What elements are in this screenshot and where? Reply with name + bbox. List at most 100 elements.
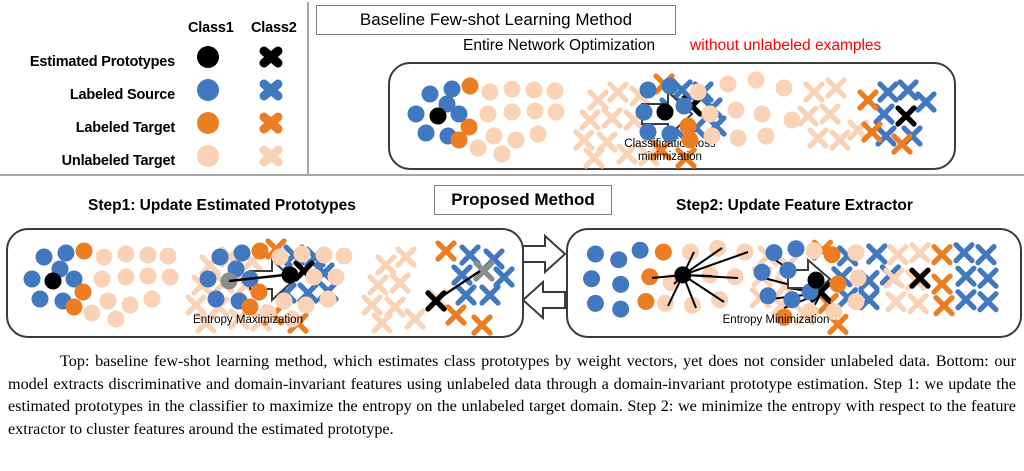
data-point-circle-peach <box>529 125 547 143</box>
data-point-circle-peach <box>783 111 801 129</box>
data-point-circle-black <box>656 103 674 121</box>
data-point-circle-peach <box>305 268 323 286</box>
data-point-cross-peach <box>825 77 847 99</box>
data-point-circle-peach <box>107 310 125 328</box>
data-point-circle-blue <box>783 291 801 309</box>
data-point-circle-blue <box>207 290 225 308</box>
data-point-circle-peach <box>727 101 745 119</box>
data-point-cross-blue <box>455 284 477 306</box>
data-point-circle-peach <box>143 290 161 308</box>
data-point-circle-orange <box>241 298 259 316</box>
baseline-title-box: Baseline Few-shot Learning Method <box>316 5 676 35</box>
entropy-maximization-caption: Entropy Maximization <box>193 314 303 326</box>
data-point-circle-peach <box>709 239 727 257</box>
data-point-circle-peach <box>701 105 719 123</box>
data-point-circle-blue <box>57 244 75 262</box>
data-point-circle-blue <box>450 105 468 123</box>
data-point-cross-orange <box>471 314 493 336</box>
data-point-circle-peach <box>139 267 157 285</box>
data-point-circle-peach <box>683 296 701 314</box>
data-point-cross-orange <box>435 240 457 262</box>
data-point-cross-blue <box>955 289 977 311</box>
data-point-cross-peach <box>883 267 905 289</box>
data-point-circle-peach <box>485 127 503 145</box>
data-point-circle-peach <box>689 83 707 101</box>
data-point-cross-blue <box>953 242 975 264</box>
vertical-divider <box>307 2 309 174</box>
data-point-circle-peach <box>507 131 525 149</box>
data-point-circle-orange <box>679 117 697 135</box>
data-point-cross-orange <box>933 294 955 317</box>
data-point-circle-peach <box>729 129 747 147</box>
data-point-cross-peach <box>819 103 841 125</box>
data-point-circle-peach <box>682 243 700 261</box>
data-point-cross-peach <box>616 143 638 165</box>
legend-circle-labeled-target <box>197 112 219 134</box>
data-point-circle-peach <box>493 145 511 163</box>
data-point-cross-orange <box>931 273 953 295</box>
data-point-circle-peach <box>469 139 487 157</box>
data-point-cross-orange <box>931 244 953 266</box>
data-point-circle-blue <box>612 275 630 293</box>
data-point-circle-orange <box>65 298 83 316</box>
data-point-circle-orange <box>823 246 841 264</box>
data-point-cross-black <box>909 267 931 289</box>
data-point-circle-blue <box>635 103 653 121</box>
legend-label-labeled-target: Labeled Target <box>75 120 175 136</box>
data-point-cross-blue <box>866 243 888 265</box>
data-point-cross-orange <box>675 147 697 169</box>
data-point-cross-peach <box>909 242 931 264</box>
data-point-circle-peach <box>271 248 289 266</box>
data-point-circle-blue <box>35 248 53 266</box>
data-point-circle-peach <box>701 266 719 284</box>
data-point-cross-peach <box>797 105 819 127</box>
data-point-circle-peach <box>526 102 544 120</box>
legend-circle-unlabeled-target <box>197 145 219 167</box>
data-point-circle-orange <box>641 268 659 286</box>
data-point-circle-blue <box>199 270 217 288</box>
legend-cross-labeled-target <box>259 112 283 134</box>
data-point-circle-peach <box>849 269 867 287</box>
data-point-circle-peach <box>293 245 311 263</box>
data-point-circle-blue <box>211 248 229 266</box>
data-point-circle-peach <box>847 293 865 311</box>
data-point-circle-peach <box>481 83 499 101</box>
data-point-cross-peach <box>375 254 397 276</box>
data-point-circle-peach <box>275 292 293 310</box>
data-point-circle-peach <box>503 103 521 121</box>
data-point-cross-blue <box>975 244 997 266</box>
data-point-circle-peach <box>525 81 543 99</box>
data-point-circle-blue <box>438 95 456 113</box>
data-point-circle-peach <box>805 242 823 260</box>
prototype-update-arrows <box>228 270 481 300</box>
data-point-cross-orange <box>891 133 913 155</box>
legend-label-estimated-prototypes: Estimated Prototypes <box>29 54 175 70</box>
data-point-circle-peach <box>83 304 101 322</box>
data-point-circle-black <box>44 272 62 290</box>
data-point-circle-blue <box>661 125 679 143</box>
figure-caption: Top: baseline few-shot learning method, … <box>8 352 1016 439</box>
data-point-cross-peach <box>195 312 217 334</box>
data-point-circle-peach <box>327 268 345 286</box>
data-point-circle-peach <box>117 268 135 286</box>
data-point-cross-peach <box>361 294 383 316</box>
data-point-cross-peach <box>404 308 426 330</box>
data-point-circle-peach <box>656 294 674 312</box>
bidirectional-arrows <box>521 233 567 321</box>
data-point-circle-blue <box>759 287 777 305</box>
data-point-circle-peach <box>775 79 793 97</box>
legend-cross-unlabeled-target <box>259 145 283 167</box>
data-point-cross-gray_ghost <box>473 260 495 282</box>
data-point-circle-peach <box>801 302 819 320</box>
horizontal-divider <box>0 174 1024 176</box>
data-point-circle-orange <box>654 243 672 261</box>
data-point-circle-orange <box>250 283 268 301</box>
legend-label-unlabeled-target: Unlabeled Target <box>61 153 176 169</box>
data-point-circle-blue <box>233 244 251 262</box>
data-point-cross-blue <box>873 103 895 125</box>
data-point-circle-peach <box>121 296 139 314</box>
legend-circle-source <box>197 79 219 101</box>
data-point-cross-peach <box>803 81 825 103</box>
data-point-cross-peach <box>395 246 417 268</box>
